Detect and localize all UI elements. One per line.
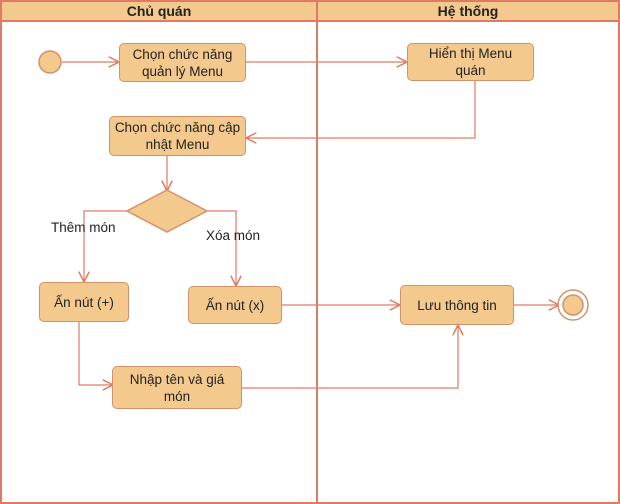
node-press-x: Ấn nút (x) [188,286,282,324]
swimlane-header-he-thong: Hệ thống [318,2,618,22]
node-show-menu: Hiển thị Menu quán [407,43,534,81]
edge-plus-to-enter [78,322,112,385]
edge-decision-to-x [207,210,236,285]
node-choose-update-menu: Chọn chức năng cập nhật Menu [109,116,246,156]
final-node-inner [562,294,584,316]
edge-enter-to-save [242,326,458,389]
branch-label-add: Thêm món [51,220,116,235]
node-enter-name-price: Nhập tên và giá món [112,366,242,409]
edge-decision-to-plus [84,210,127,281]
initial-node [38,50,62,74]
edge-show-to-update [247,80,476,138]
node-press-plus: Ấn nút (+) [39,282,129,322]
swimlane-header-chu-quan: Chủ quán [2,2,316,22]
node-choose-menu-management: Chọn chức năng quản lý Menu [119,43,246,82]
decision-node [125,189,209,233]
swimlane-chu-quan: Chủ quán [0,0,318,504]
branch-label-delete: Xóa món [206,228,261,243]
swimlane-he-thong: Hệ thống [316,0,620,504]
node-save-info: Lưu thông tin [400,285,514,325]
